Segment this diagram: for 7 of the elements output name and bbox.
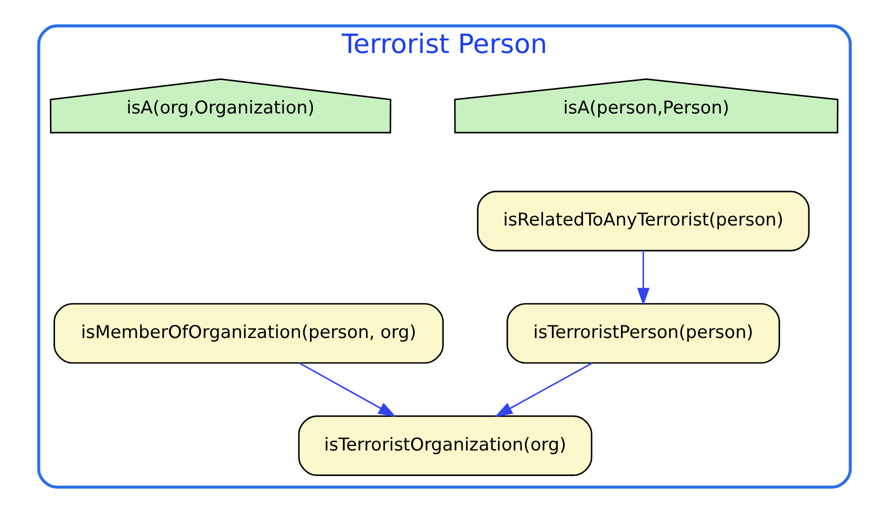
node-box: isRelatedToAnyTerrorist(person) [476, 190, 810, 252]
arrow [298, 362, 396, 417]
node-box: isTerroristPerson(person) [506, 303, 780, 364]
arrow [494, 362, 592, 417]
node-box: isTerroristOrganization(org) [298, 415, 592, 476]
node-box: isMemberOfOrganization(person, org) [53, 303, 444, 364]
arrow [636, 250, 650, 306]
